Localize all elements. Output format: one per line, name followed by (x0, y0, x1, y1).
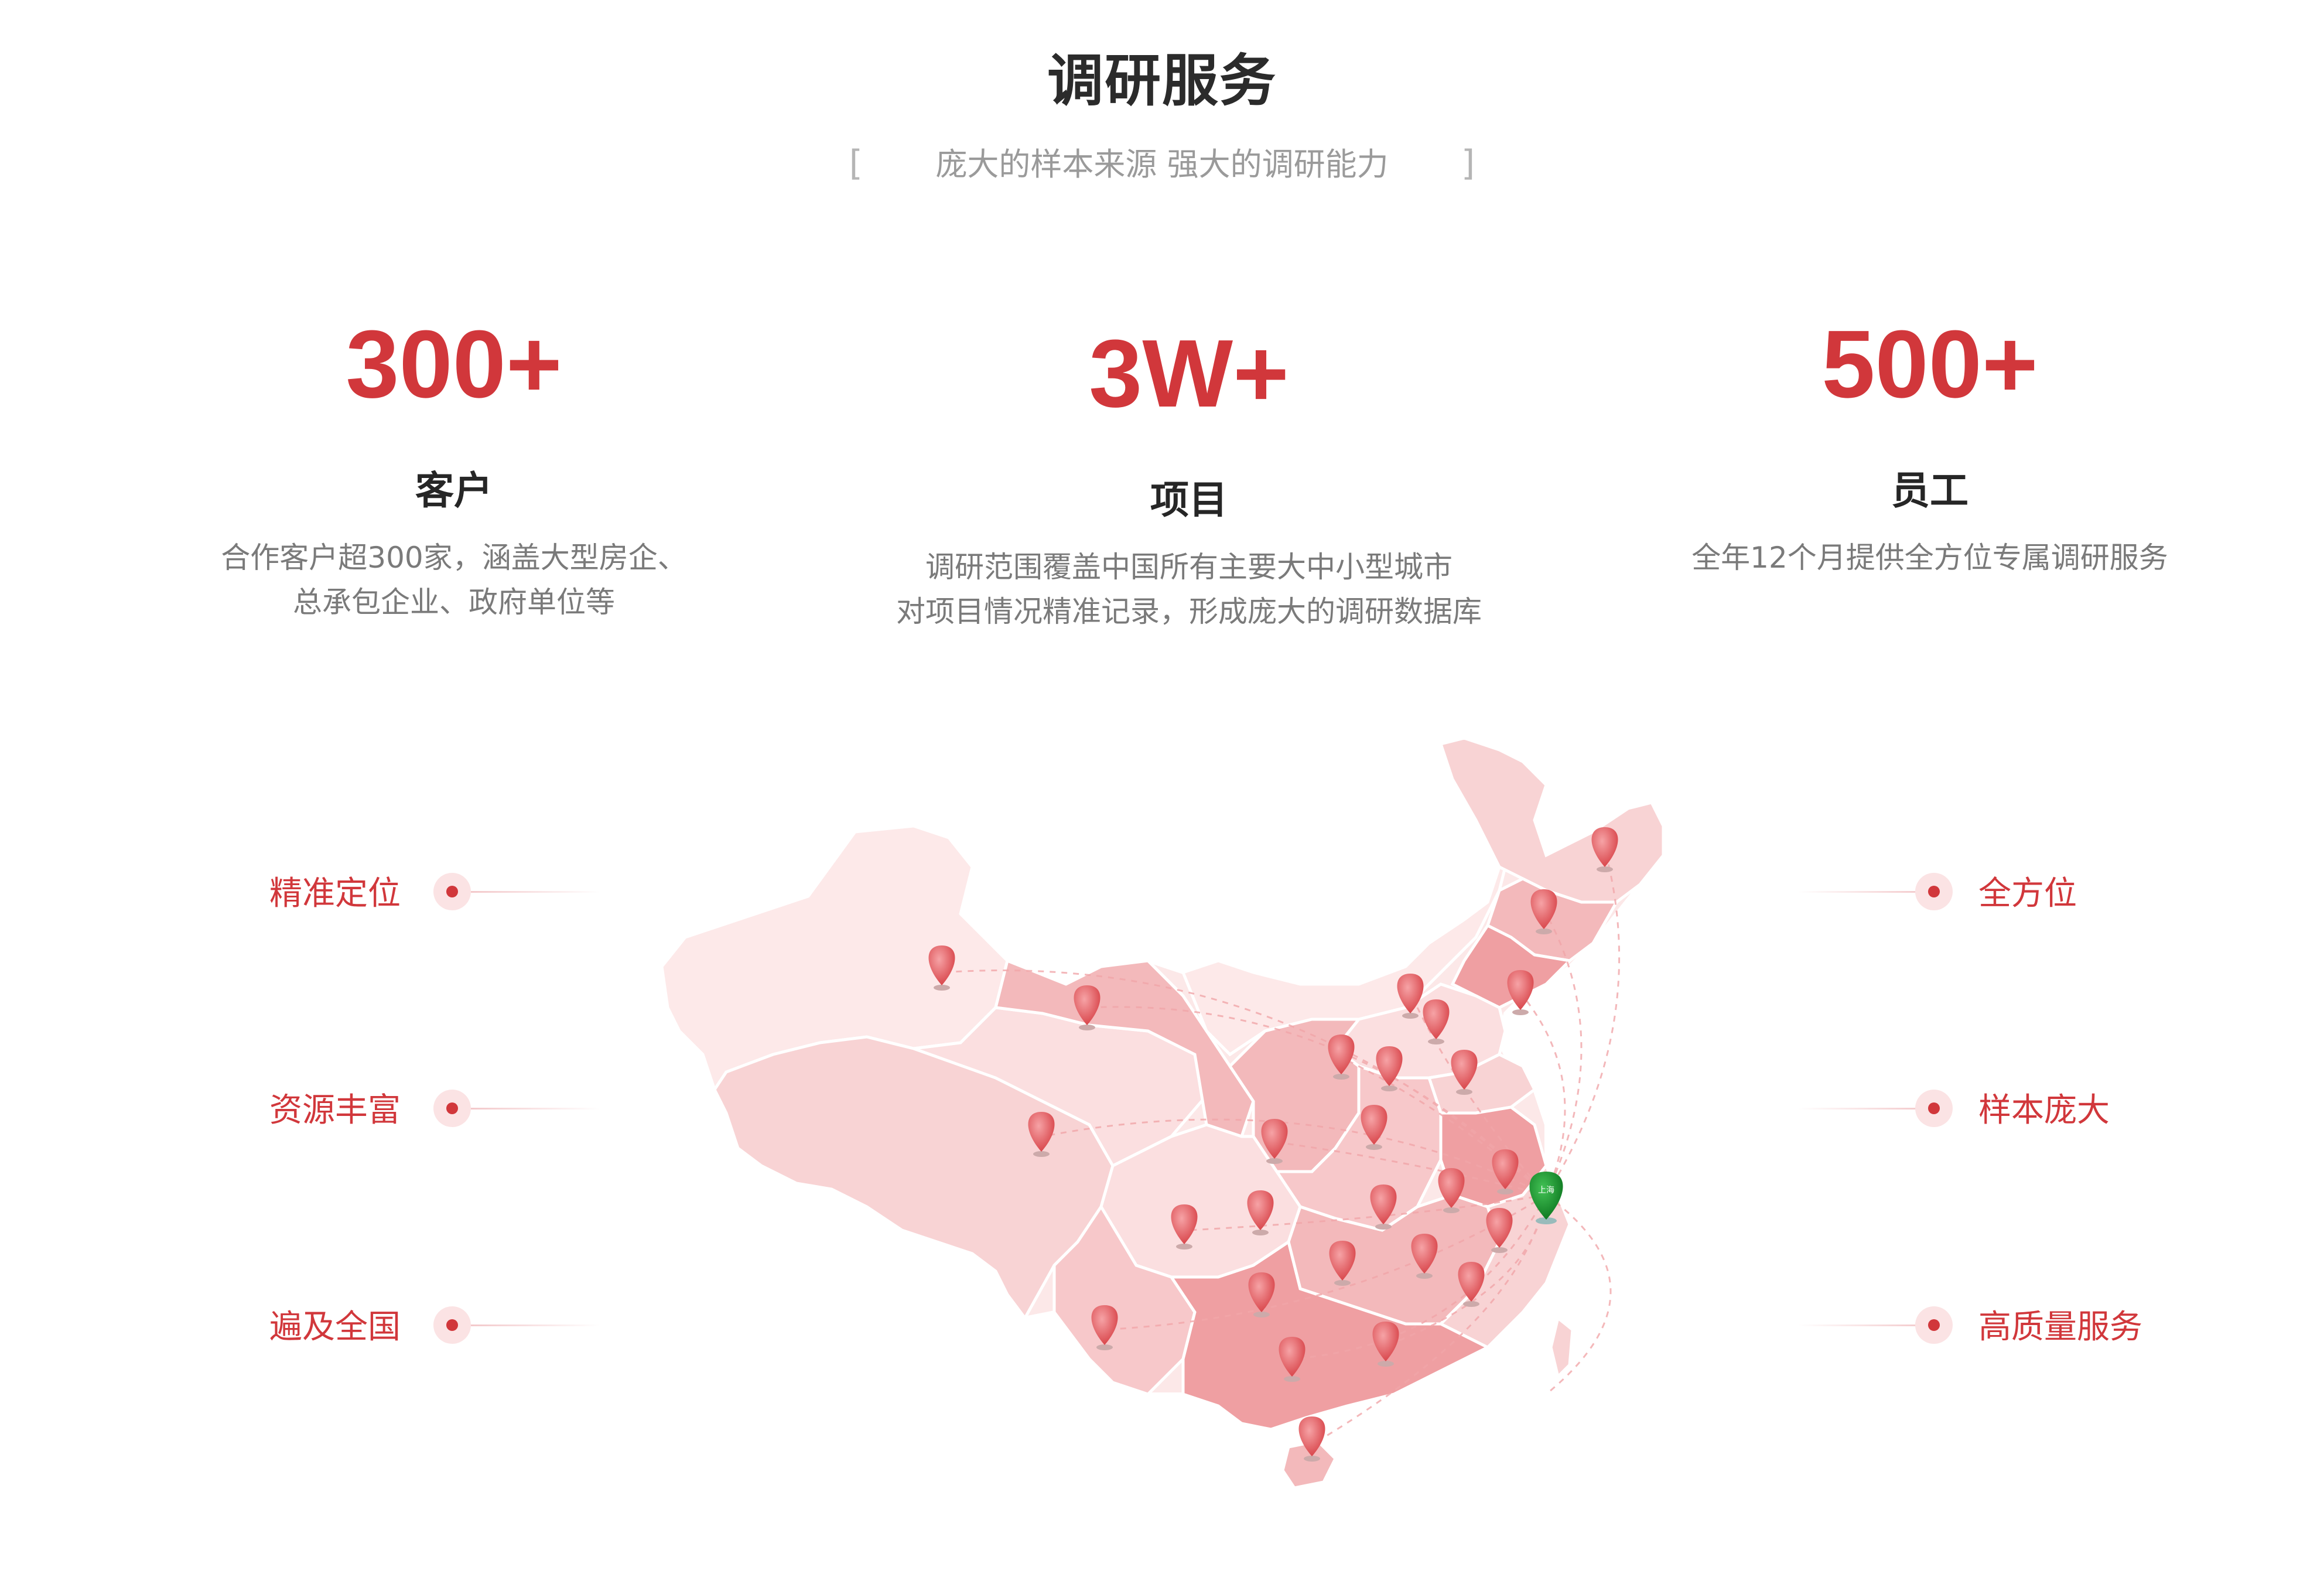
map-pin-icon (1248, 1272, 1275, 1317)
feature-dot (1915, 1306, 1953, 1344)
map-pin-icon (1074, 985, 1101, 1030)
map-pin-icon (1328, 1035, 1355, 1080)
map-pin-icon (1298, 1416, 1325, 1462)
feature-connector (471, 891, 600, 893)
map-pin-icon (1370, 1184, 1397, 1230)
feature-rich-resources: 资源丰富 (269, 1091, 401, 1129)
map-pin-icon (1458, 1262, 1485, 1307)
map-pin-icon (1091, 1305, 1118, 1350)
map-city-pins (928, 827, 1618, 1462)
stat-projects-desc-line: 调研范围覆盖中国所有主要大中小型城市 (925, 550, 1452, 584)
feature-connector (1798, 1108, 1927, 1110)
stat-clients-label: 客户 (415, 468, 493, 513)
map-pin-icon (1438, 1168, 1465, 1213)
bracket-left: [ (849, 143, 863, 184)
map-pin-icon (1361, 1105, 1387, 1150)
map-pin-icon (1530, 889, 1557, 934)
hub-pin-icon: 上海 (1529, 1172, 1563, 1224)
map-pin-icon (1507, 970, 1534, 1015)
subtitle-text: 庞大的样本来源 强大的调研能力 (935, 146, 1389, 183)
stat-staff: 500+ 员工 全年12个月提供全方位专属调研服务 (1593, 316, 2267, 580)
stat-staff-desc-line: 全年12个月提供全方位专属调研服务 (1691, 541, 2168, 575)
map-pin-icon (1247, 1190, 1274, 1235)
stat-projects-desc-line: 对项目情况精准记录，形成庞大的调研数据库 (896, 595, 1482, 629)
section-title: 调研服务 (1047, 48, 1277, 114)
map-pin-icon (1411, 1234, 1438, 1279)
feature-all-round: 全方位 (1978, 875, 2077, 913)
feature-dot (1915, 873, 1953, 910)
stat-projects-value: 3W+ (1089, 320, 1289, 427)
map-pin-icon (1028, 1112, 1055, 1157)
bracket-right: ] (1461, 143, 1475, 184)
stat-projects-desc: 调研范围覆盖中国所有主要大中小型城市 对项目情况精准记录，形成庞大的调研数据库 (808, 545, 1570, 634)
map-pin-icon (1372, 1322, 1399, 1367)
map-pin-icon (1423, 999, 1450, 1044)
stat-clients-desc-line: 总承包企业、政府单位等 (293, 585, 615, 619)
map-pin-icon (1171, 1204, 1198, 1250)
map-pin-icon (1591, 827, 1618, 872)
feature-high-quality-service: 高质量服务 (1978, 1308, 2142, 1346)
map-region-taiwan (1549, 1315, 1574, 1380)
stat-projects-label: 项目 (1150, 477, 1228, 523)
stat-staff-value: 500+ (1821, 310, 2038, 418)
stat-clients-value: 300+ (346, 310, 562, 418)
map-pin-icon (1329, 1241, 1356, 1286)
map-pin-icon (1279, 1337, 1305, 1382)
feature-connector (1798, 1324, 1927, 1326)
feature-large-sample: 样本庞大 (1978, 1091, 2110, 1129)
feature-connector (1798, 891, 1927, 893)
map-region-gansu (993, 958, 1255, 1139)
feature-precise-positioning: 精准定位 (269, 875, 401, 913)
map-region-yunnan (1052, 1204, 1197, 1396)
feature-connector (471, 1108, 600, 1110)
map-pin-icon (1492, 1149, 1519, 1194)
map-connection-lines (942, 849, 1621, 1442)
stat-clients-desc: 合作客户超300家，涵盖大型房企、 总承包企业、政府单位等 (117, 535, 791, 624)
feature-nationwide: 遍及全国 (269, 1308, 401, 1346)
feature-dot (1915, 1090, 1953, 1127)
stat-staff-label: 员工 (1891, 468, 1968, 513)
map-pin-icon (1261, 1119, 1288, 1164)
map-pin-icon (1486, 1208, 1513, 1253)
feature-dot (433, 1306, 471, 1344)
hub-city-label: 上海 (1538, 1186, 1554, 1195)
map-pin-icon (1451, 1050, 1478, 1095)
map-pin-icon (1376, 1046, 1403, 1091)
feature-connector (471, 1324, 600, 1326)
stat-staff-desc: 全年12个月提供全方位专属调研服务 (1593, 535, 2267, 580)
feature-dot (433, 873, 471, 910)
stat-clients-desc-line: 合作客户超300家，涵盖大型房企、 (221, 541, 687, 575)
section-subtitle: [ 庞大的样本来源 强大的调研能力 ] (0, 138, 2324, 185)
stat-clients: 300+ 客户 合作客户超300家，涵盖大型房企、 总承包企业、政府单位等 (117, 316, 791, 624)
map-pin-icon (1397, 974, 1424, 1019)
stat-projects: 3W+ 项目 调研范围覆盖中国所有主要大中小型城市 对项目情况精准记录，形成庞大… (808, 326, 1570, 634)
feature-dot (433, 1090, 471, 1127)
map-pin-icon (928, 945, 955, 991)
